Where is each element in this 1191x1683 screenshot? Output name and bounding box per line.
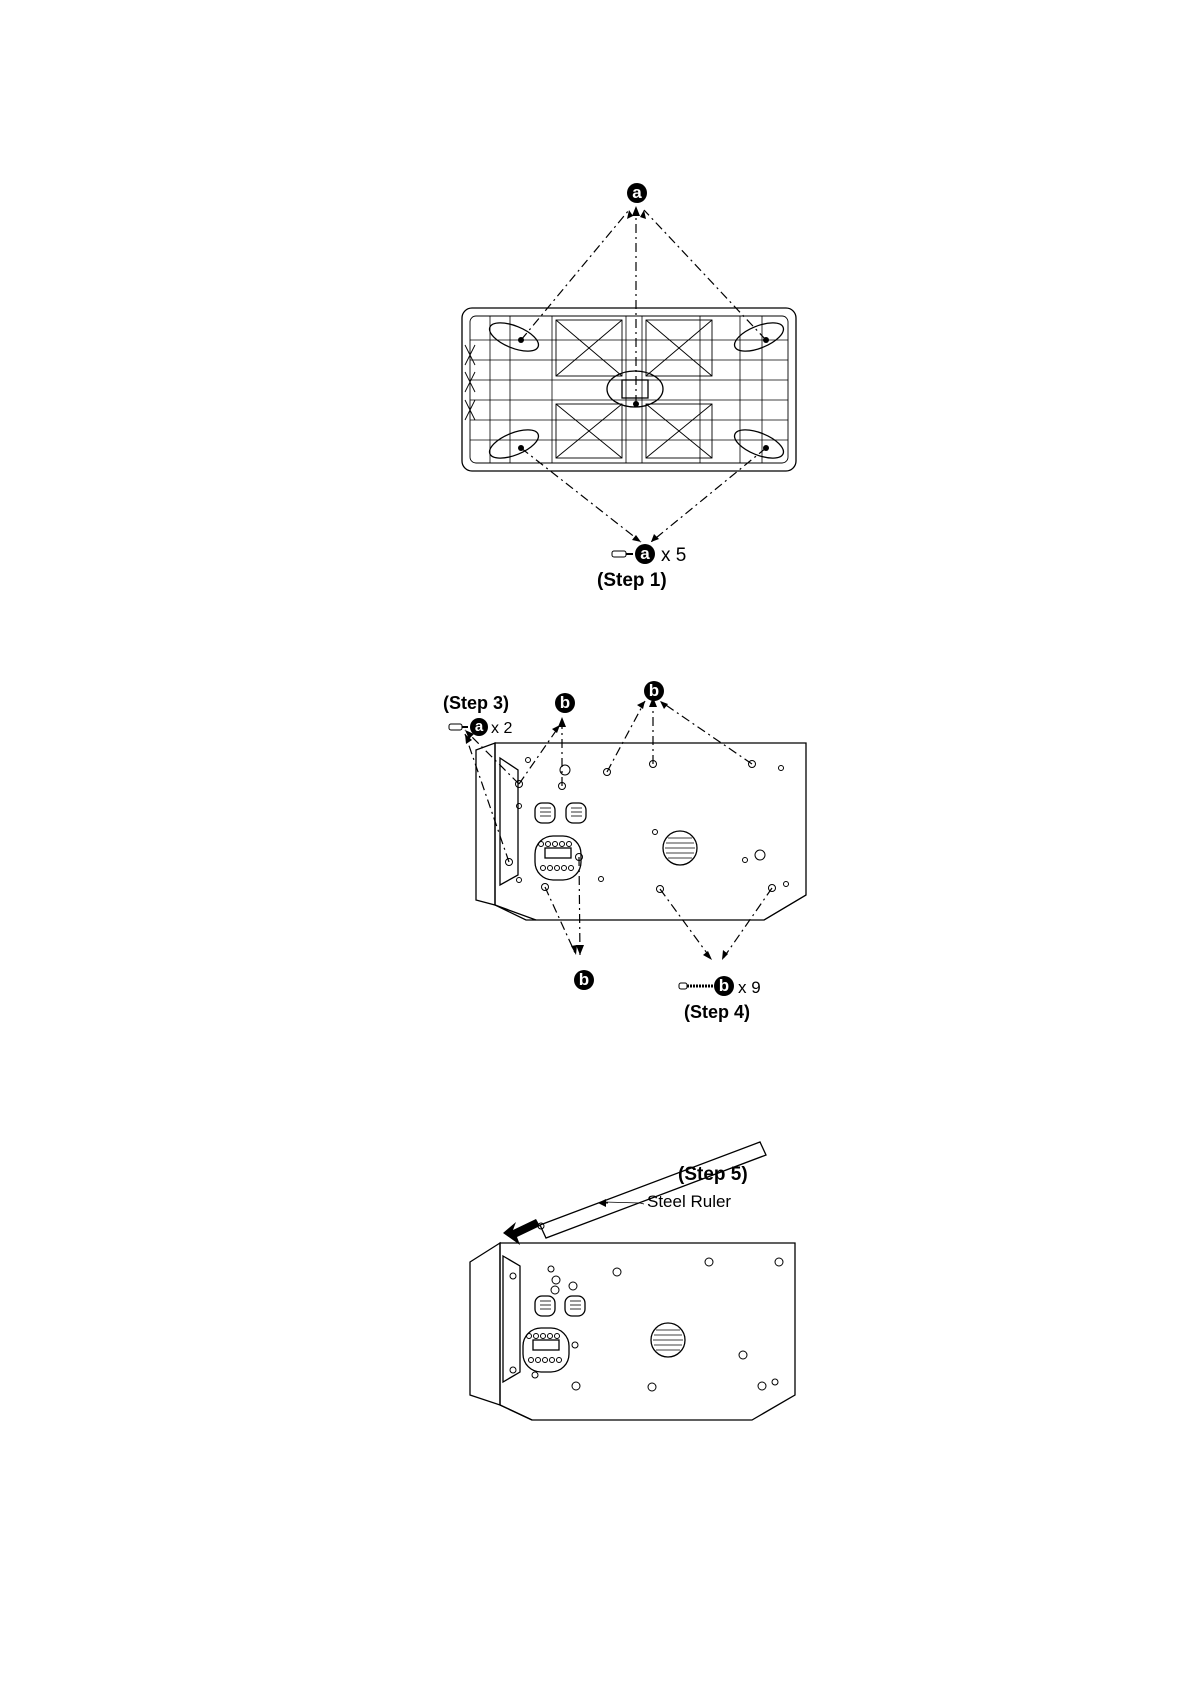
ruler-label-leader bbox=[640, 1203, 644, 1204]
step5-label: (Step 5) bbox=[678, 1165, 748, 1184]
chassis-rear-outline-step5 bbox=[500, 1243, 795, 1420]
insert-arrow-icon bbox=[503, 1219, 540, 1245]
steel-ruler-label: Steel Ruler bbox=[647, 1193, 731, 1210]
side-bracket-step5 bbox=[503, 1256, 520, 1382]
steel-ruler bbox=[540, 1142, 766, 1238]
